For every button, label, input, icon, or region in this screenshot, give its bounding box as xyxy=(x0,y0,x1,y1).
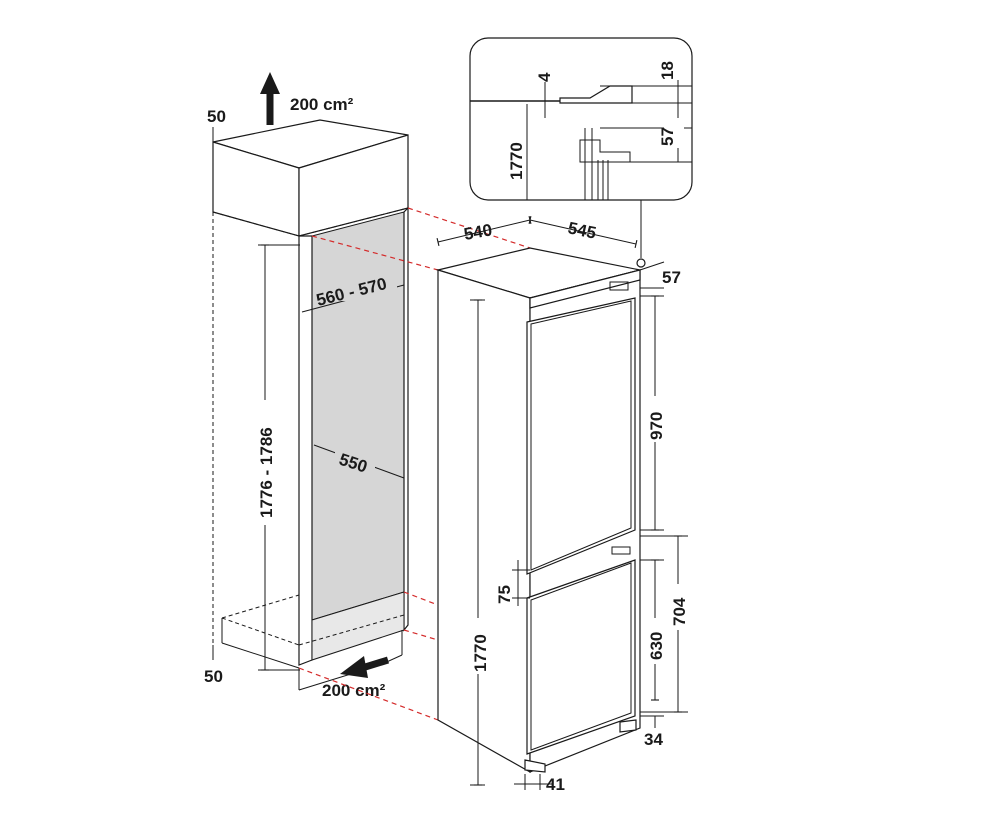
detail-height-label: 1770 xyxy=(507,142,526,180)
fridge-door-height-label: 970 xyxy=(647,412,666,440)
detail-callout: 1770 4 18 57 xyxy=(469,37,693,268)
plinth-depth-label: 41 xyxy=(546,775,565,794)
arrow-left-icon xyxy=(340,656,390,678)
fridge-appliance xyxy=(435,247,641,774)
freezer-section-height-label: 704 xyxy=(670,597,689,626)
appliance-depth-label: 545 xyxy=(566,218,598,242)
appliance-height-label: 1770 xyxy=(471,634,490,672)
vent-top-label: 200 cm² xyxy=(290,95,354,114)
niche-cabinet xyxy=(212,119,409,691)
detail-hinge-offset-label: 57 xyxy=(658,127,677,146)
freezer-door-height-label: 630 xyxy=(647,632,666,660)
appliance-width-label: 540 xyxy=(462,220,493,244)
niche-top-gap-label: 50 xyxy=(207,107,226,126)
niche-bottom-gap-label: 50 xyxy=(204,667,223,686)
door-gap-label: 75 xyxy=(495,585,514,604)
vent-bottom-label: 200 cm² xyxy=(322,681,386,700)
niche-cavity xyxy=(311,211,405,621)
detail-gap-label: 4 xyxy=(535,72,554,82)
door-bottom-offset-label: 34 xyxy=(644,730,663,749)
appliance-top-offset-label: 57 xyxy=(662,268,681,287)
arrow-up-icon xyxy=(260,72,280,125)
niche-height-label: 1776 - 1786 xyxy=(257,427,276,518)
detail-top-clearance-label: 18 xyxy=(658,61,677,80)
